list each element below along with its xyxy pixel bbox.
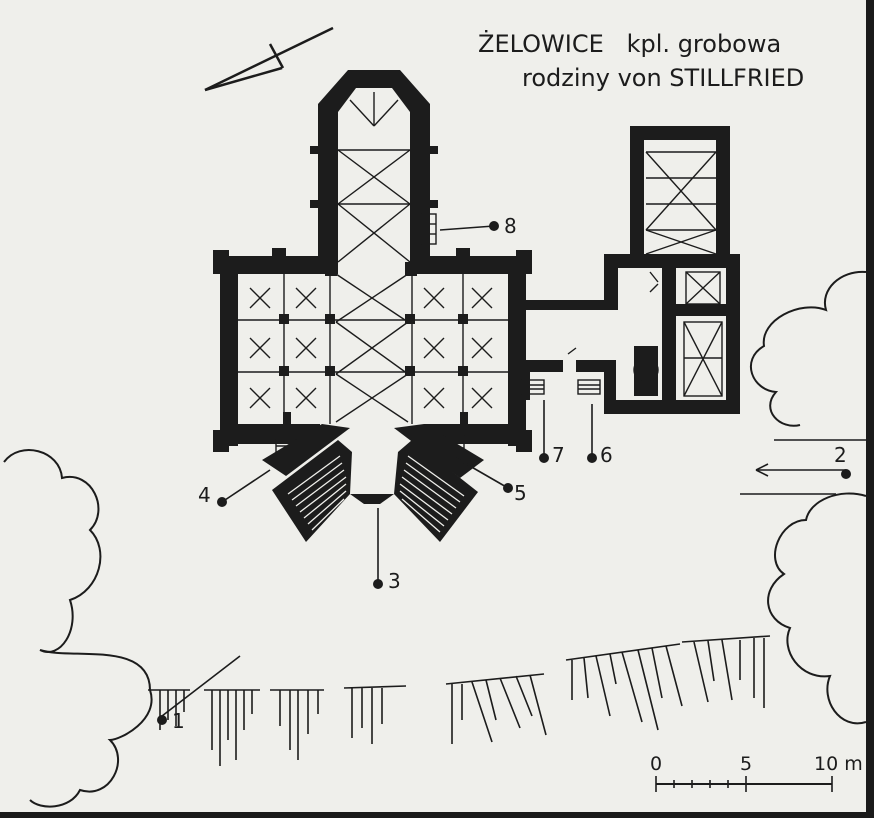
stair-treads <box>287 455 465 533</box>
marker-dots <box>157 221 851 725</box>
marker-label-8: 8 <box>504 214 517 238</box>
marker-label-6: 6 <box>600 443 613 467</box>
east-block-wall-east <box>716 126 730 266</box>
scale-label-5: 5 <box>740 753 752 775</box>
scale-bar: 0 5 10 m <box>650 753 863 792</box>
frame-right <box>866 0 874 818</box>
entrance-porch <box>262 424 484 542</box>
marker-dot-4 <box>217 497 227 507</box>
marker-dot-3 <box>373 579 383 589</box>
east-block-wall-north <box>630 126 728 140</box>
nave-wall-west <box>220 256 238 446</box>
marker-label-7: 7 <box>552 443 565 467</box>
title-line-2: rodziny von STILLFRIED <box>522 64 804 92</box>
chancel-walls <box>318 70 430 262</box>
marker-leaders <box>161 225 866 717</box>
frame-bottom <box>0 812 874 818</box>
marker-dot-5 <box>503 483 513 493</box>
tree-left <box>3 449 153 808</box>
marker-dot-7 <box>539 453 549 463</box>
nave-wall-north-left <box>220 256 338 274</box>
marker-dot-8 <box>489 221 499 231</box>
scale-label-0: 0 <box>650 753 662 775</box>
scale-label-10: 10 m <box>814 753 863 775</box>
church-floor-plan <box>213 70 740 452</box>
north-arrow-icon <box>204 26 334 92</box>
marker-label-5: 5 <box>514 481 527 505</box>
marker-dot-2 <box>841 469 851 479</box>
nave-wall-south-right <box>424 424 526 444</box>
nave-wall-south-left <box>220 424 320 444</box>
tree-right <box>749 270 867 427</box>
marker-label-1: 1 <box>172 709 185 733</box>
marker-label-2: 2 <box>834 443 847 467</box>
marker-label-3: 3 <box>388 569 401 593</box>
graveyard-marks <box>148 635 771 766</box>
east-block-wall-west-top <box>630 126 644 266</box>
marker-dot-6 <box>587 453 597 463</box>
corridor-wall-north <box>526 300 614 310</box>
tree-right-lower <box>767 492 867 725</box>
tree-outlines <box>3 270 867 808</box>
marker-labels: 8 4 5 3 7 6 2 1 <box>172 214 847 733</box>
corridor-wall-south <box>518 360 563 372</box>
marker-dot-1 <box>157 715 167 725</box>
title-line-1: ŻELOWICE kpl. grobowa <box>478 29 781 58</box>
nave-wall-north-right <box>410 256 525 274</box>
nave-wall-east <box>508 256 526 446</box>
marker-label-4: 4 <box>198 483 211 507</box>
east-block-wall-mid <box>604 254 738 268</box>
